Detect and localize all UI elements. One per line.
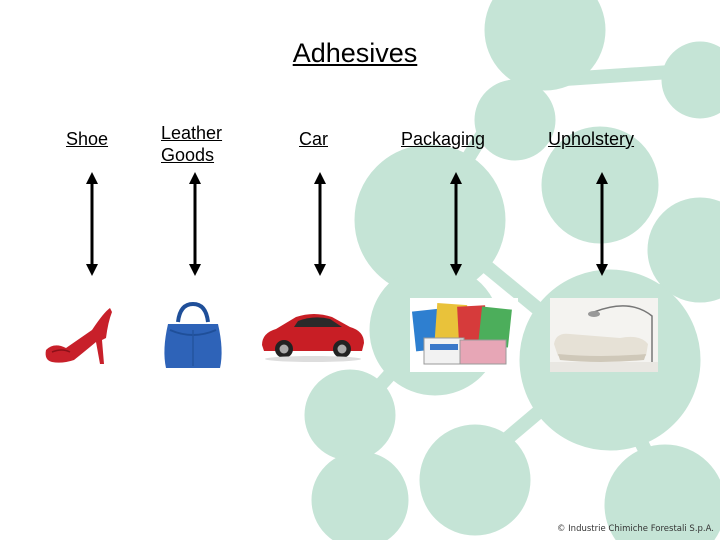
copyright-footer: © Industrie Chimiche Forestali S.p.A.	[556, 524, 714, 534]
category-label-shoe: Shoe	[66, 129, 109, 149]
category-label-upholstery: Upholstery	[548, 129, 635, 149]
red-high-heel-shoe-icon	[45, 308, 112, 364]
slide-title: Adhesives	[292, 38, 418, 68]
red-sports-car-icon	[262, 314, 364, 362]
white-sofa-with-lamp-icon	[550, 298, 658, 372]
food-packaging-bags-icon	[410, 298, 518, 372]
blue-leather-handbag-icon	[164, 301, 222, 368]
category-label-packaging: Packaging	[401, 129, 486, 149]
category-label-car: Car	[299, 129, 329, 149]
category-label-leather-goods: Leather Goods	[161, 123, 223, 165]
